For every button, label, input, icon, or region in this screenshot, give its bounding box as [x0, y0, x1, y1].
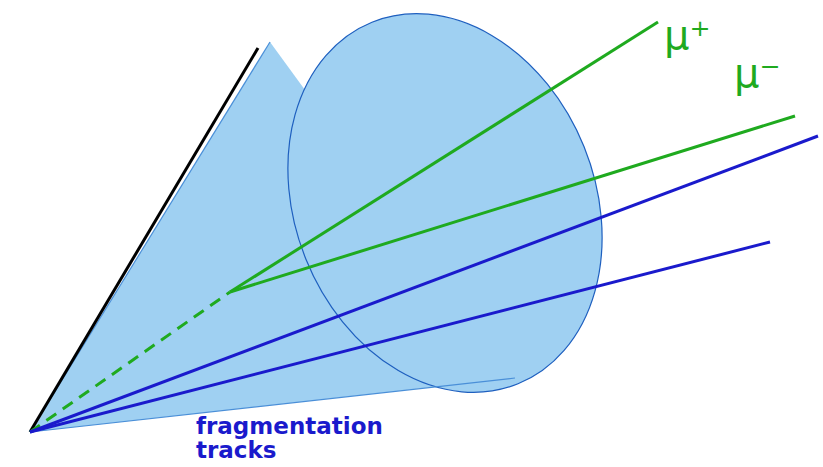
muon-track	[230, 116, 795, 292]
cone-edge	[30, 42, 270, 432]
fragmentation-track	[30, 242, 770, 432]
muon-label: μ⁻	[734, 52, 814, 94]
dimuon-parent-track	[30, 292, 230, 432]
jet-axis-line	[30, 48, 258, 432]
muon-label: μ⁺	[664, 14, 744, 56]
fragmentation-track	[30, 136, 818, 432]
muon-track	[230, 22, 658, 292]
track-caption: fragmentation tracks	[196, 414, 396, 462]
